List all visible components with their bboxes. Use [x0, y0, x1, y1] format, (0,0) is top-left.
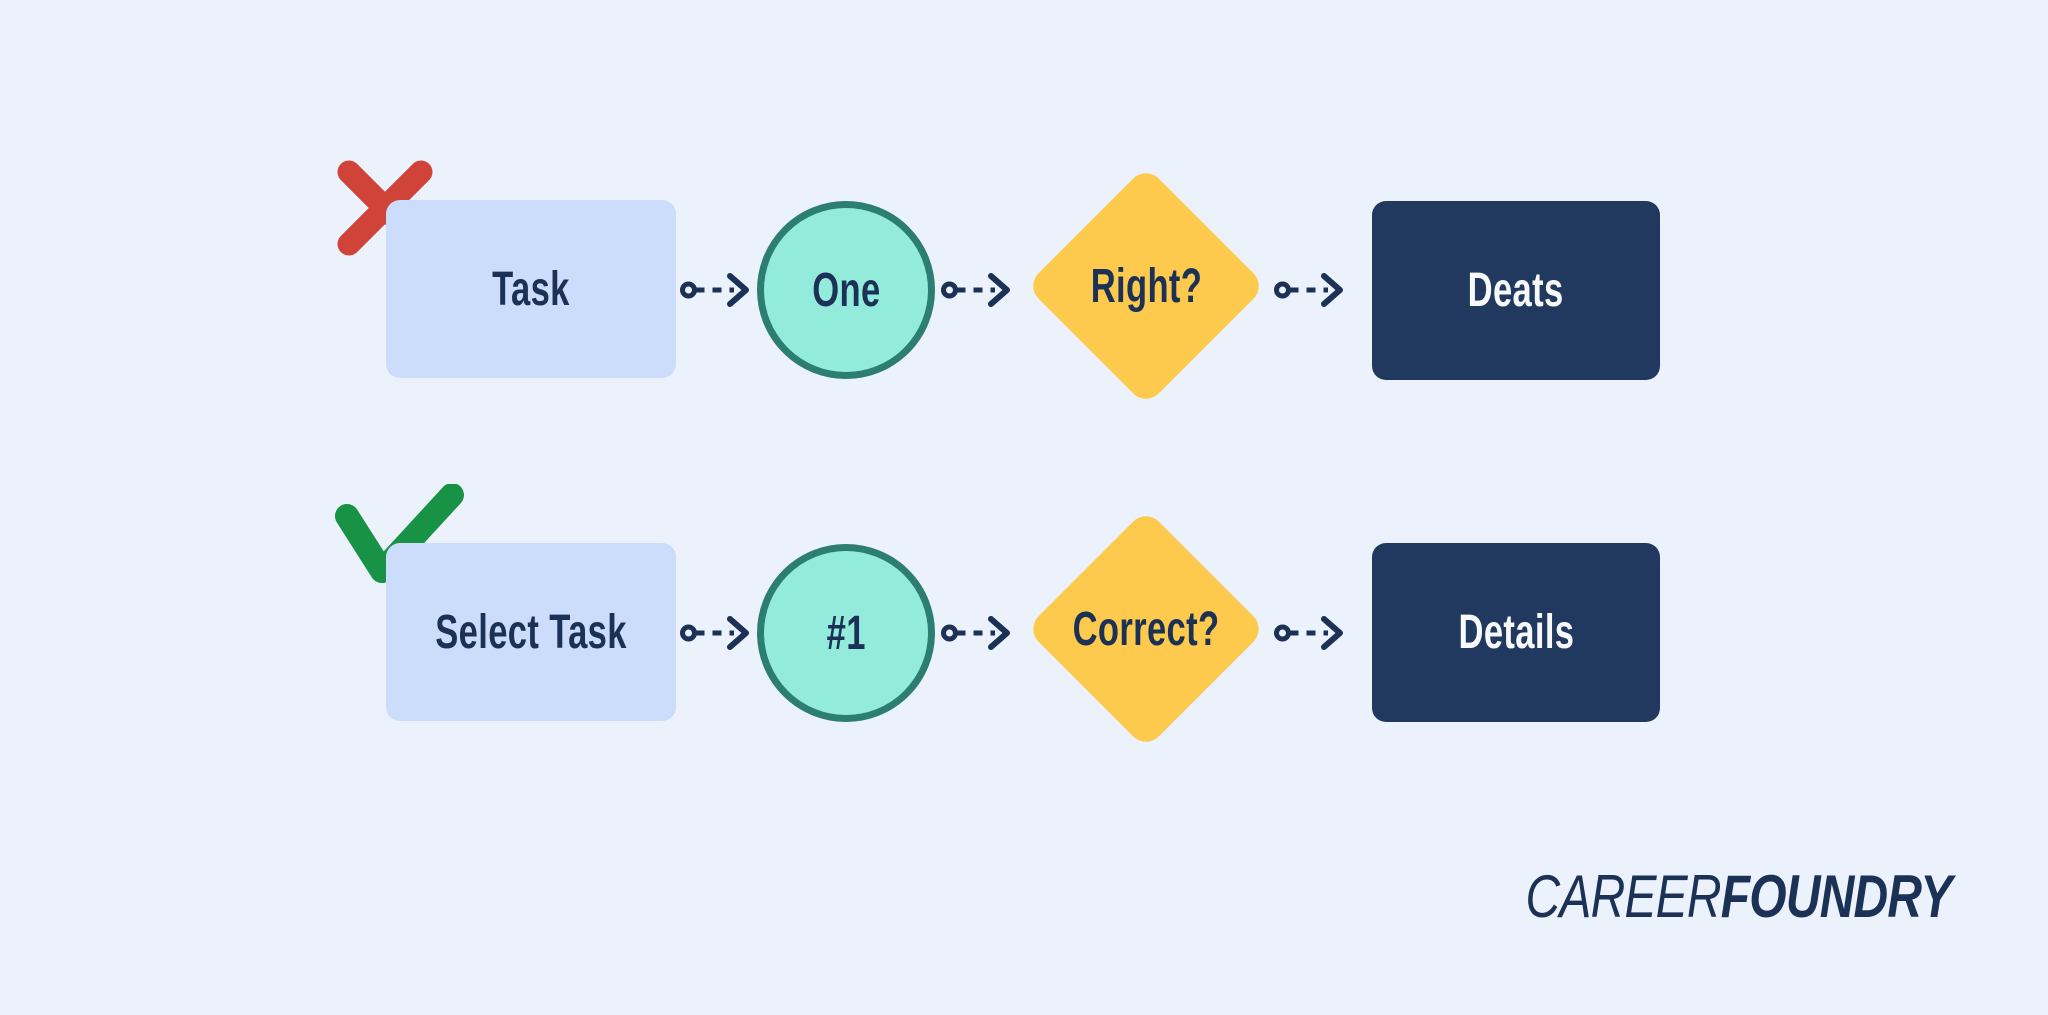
dashed-arrow-icon: [1274, 271, 1350, 309]
logo-text-foundry: FOUNDRY: [1721, 863, 1953, 930]
dashed-arrow-icon: [941, 614, 1017, 652]
dashed-arrow-icon: [680, 271, 756, 309]
flow-node-label: Correct?: [1072, 602, 1220, 656]
flow-node-task: Task: [386, 200, 676, 378]
flow-node-label: Details: [1458, 606, 1574, 659]
flow-node-label: Deats: [1468, 264, 1564, 317]
check-icon: [334, 483, 464, 589]
flow-node-select-task: Select Task: [386, 543, 676, 721]
flow-node-correct: Correct?: [1025, 508, 1267, 750]
flow-node-label: Right?: [1090, 259, 1202, 313]
flow-node-deats: Deats: [1372, 201, 1660, 380]
flow-node-details: Details: [1372, 543, 1660, 722]
flow-node-right: Right?: [1025, 165, 1267, 407]
flow-node-label: Select Task: [435, 605, 627, 659]
flow-node-one: One: [757, 201, 935, 379]
flow-node-label: Task: [492, 262, 570, 316]
dashed-arrow-icon: [680, 614, 756, 652]
logo-text-career: CAREER: [1525, 863, 1722, 930]
flow-node-label: #1: [826, 606, 866, 660]
flow-node-number-one: #1: [757, 544, 935, 722]
flow-node-label: One: [811, 263, 881, 317]
dashed-arrow-icon: [941, 271, 1017, 309]
dashed-arrow-icon: [1274, 614, 1350, 652]
